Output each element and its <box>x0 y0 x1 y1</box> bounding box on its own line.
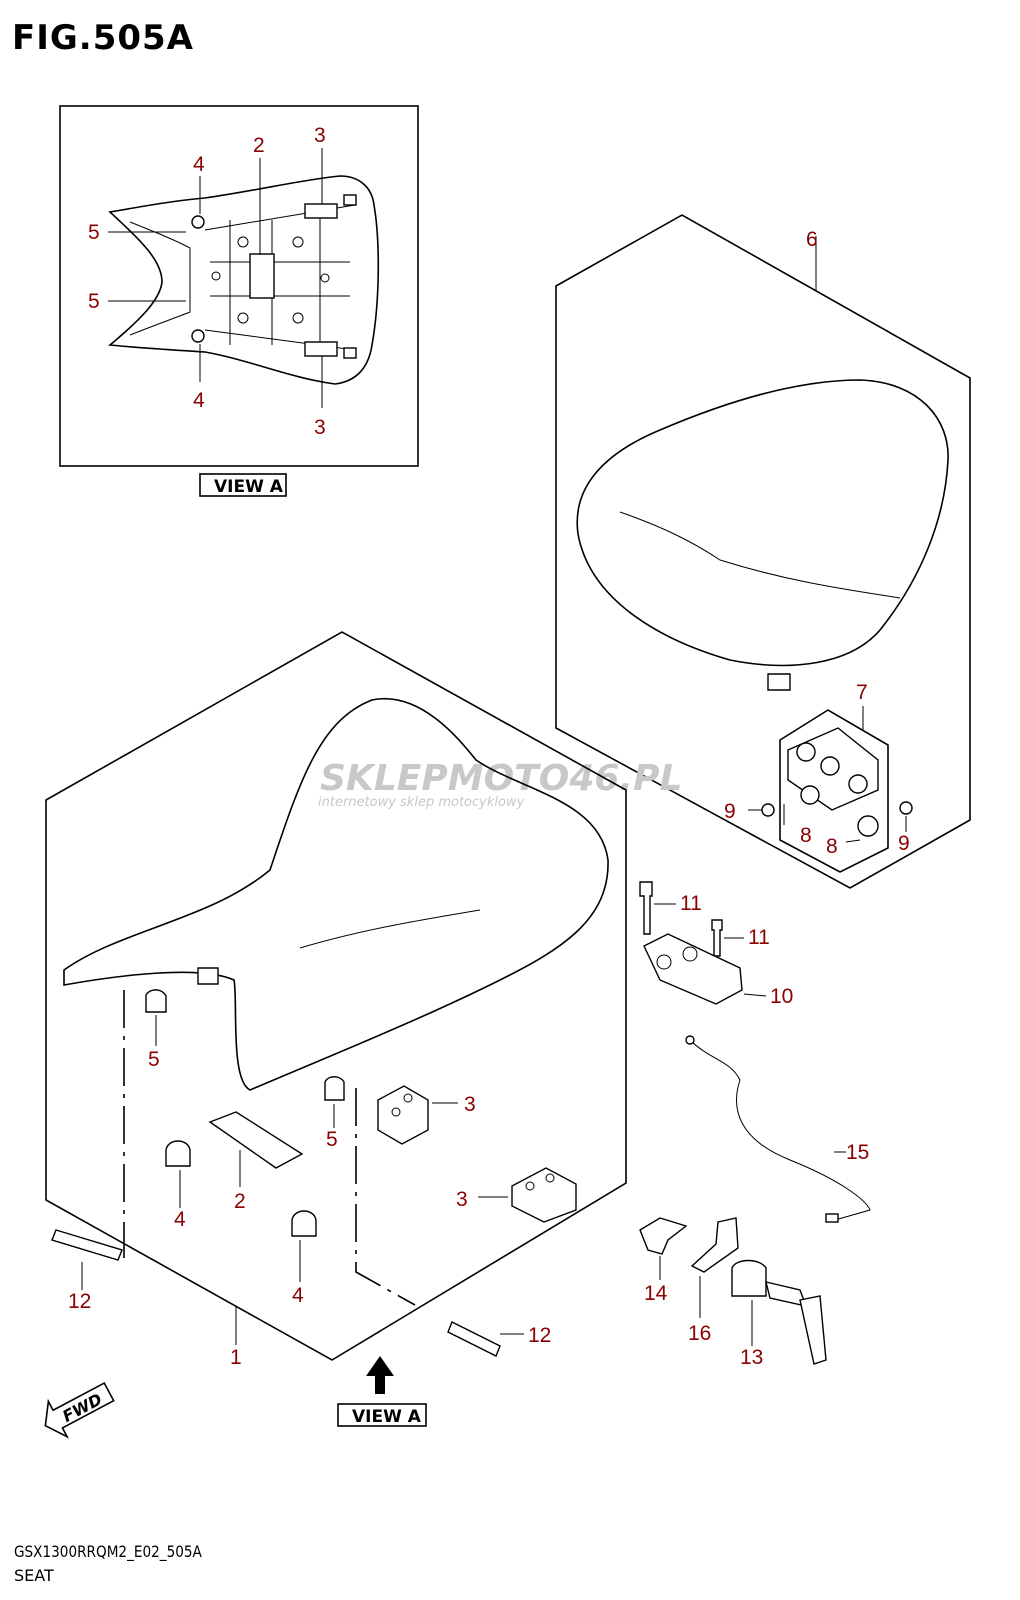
callout-9-left: 9 <box>724 800 736 823</box>
rear-seat-group <box>555 214 971 889</box>
callout-16: 16 <box>688 1322 711 1345</box>
callout-11-upper: 11 <box>680 892 702 915</box>
callout-9-right: 9 <box>898 832 910 855</box>
callout-4-center: 4 <box>292 1284 304 1307</box>
view-a-arrow-label: VIEW A <box>352 1407 422 1427</box>
model-code: GSX1300RRQM2_E02_505A <box>14 1542 202 1561</box>
callout-3-center: 3 <box>456 1188 468 1211</box>
figure-title: FIG.505A <box>12 18 194 58</box>
callout-3-bottom: 3 <box>314 416 326 439</box>
watermark-brand: SKLEPMOTO46.PL <box>320 758 682 799</box>
watermark-tagline: internetowy sklep motocyklowy <box>318 795 525 810</box>
view-a-inset <box>59 105 419 467</box>
callout-6: 6 <box>806 228 818 251</box>
callout-13: 13 <box>740 1346 763 1369</box>
callout-2-main: 2 <box>234 1190 246 1213</box>
lock-group <box>639 881 871 1365</box>
view-a-inset-label: VIEW A <box>214 477 284 497</box>
figure-caption: SEAT <box>14 1566 54 1585</box>
view-a-inset-label-box <box>199 473 287 497</box>
front-seat-group <box>45 631 627 1361</box>
callout-2-inset: 2 <box>253 134 265 157</box>
callout-4-top: 4 <box>193 153 205 176</box>
callout-14: 14 <box>644 1282 668 1305</box>
callout-3-top: 3 <box>314 124 326 147</box>
callout-8-right: 8 <box>826 835 838 858</box>
callout-5-upper: 5 <box>88 221 100 244</box>
callout-5-right: 5 <box>326 1128 338 1151</box>
callout-5-left: 5 <box>148 1048 160 1071</box>
fwd-arrow-icon: FWD <box>44 1381 115 1439</box>
callout-8-left: 8 <box>800 824 812 847</box>
callout-12-right: 12 <box>528 1324 551 1347</box>
callout-3-right: 3 <box>464 1093 476 1116</box>
view-a-arrow-icon <box>366 1356 394 1394</box>
callout-5-lower: 5 <box>88 290 100 313</box>
callout-12-left: 12 <box>68 1290 91 1313</box>
view-a-arrow-label-box <box>337 1403 427 1427</box>
callout-11-lower: 11 <box>748 926 770 949</box>
callout-4-left: 4 <box>174 1208 186 1231</box>
callout-4-bottom: 4 <box>193 389 205 412</box>
callout-10: 10 <box>770 985 793 1008</box>
callout-7: 7 <box>856 681 868 704</box>
callout-15: 15 <box>846 1141 869 1164</box>
callout-1: 1 <box>230 1346 242 1369</box>
